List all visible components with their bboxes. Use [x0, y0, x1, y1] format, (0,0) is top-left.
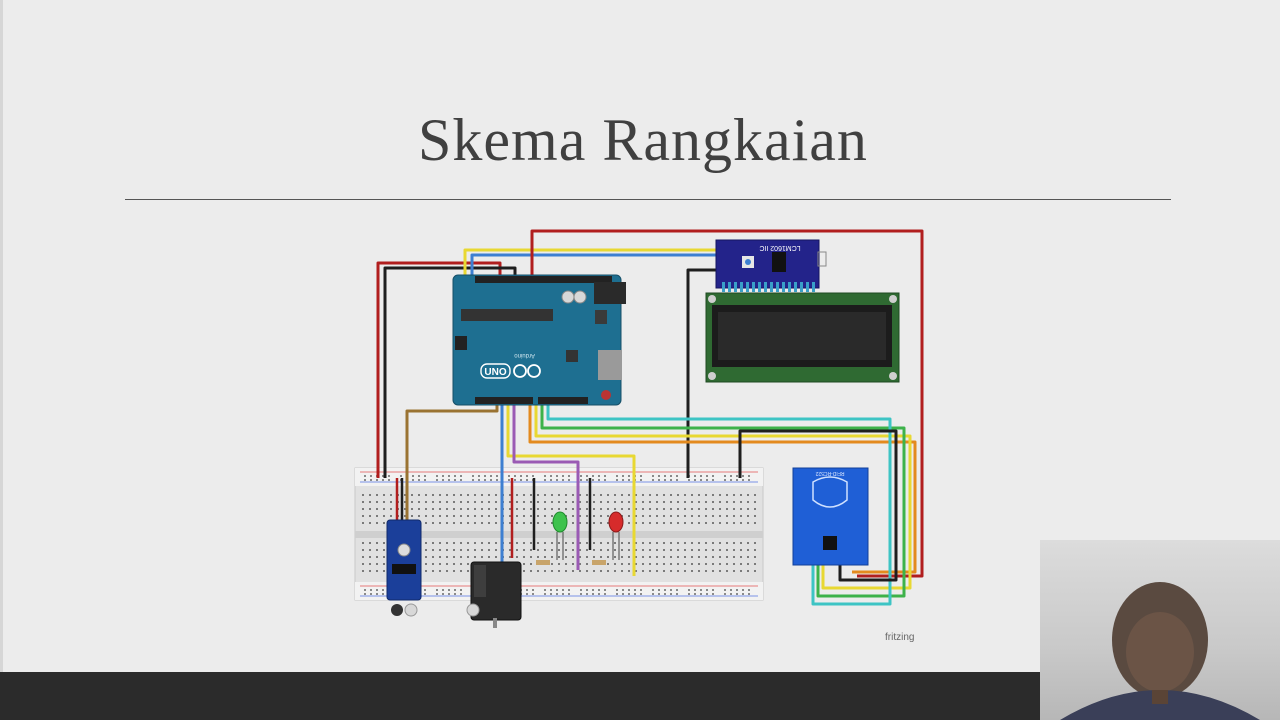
slide-title: Skema Rangkaian — [418, 107, 868, 173]
rfid-label: RFID-RC522 — [815, 470, 844, 476]
arduino-logo-icon — [513, 364, 541, 378]
i2c-header-pins — [722, 282, 815, 292]
circuit-diagram: UNO Arduino LCM1602 IIC — [354, 229, 924, 643]
arduino-label: UNO — [484, 367, 506, 378]
servo-motor — [466, 561, 522, 628]
i2c-lcd-module: LCM1602 IIC — [715, 239, 827, 292]
breadboard — [354, 467, 764, 601]
green-led — [536, 511, 568, 565]
wire-red-top — [530, 229, 924, 578]
wires — [376, 229, 924, 606]
wire-black-i2c — [686, 268, 718, 478]
wire-yellow-rfid — [534, 400, 912, 590]
arduino-uno: UNO Arduino — [452, 274, 626, 406]
i2c-label: LCM1602 IIC — [759, 244, 800, 251]
wire-orange-rfid — [528, 400, 917, 574]
red-led — [592, 511, 624, 565]
slide-edge — [0, 0, 3, 672]
webcam-overlay — [1040, 540, 1280, 720]
wire-purple — [512, 400, 580, 570]
wire-cyan-rfid — [546, 400, 892, 606]
wire-green-rfid — [540, 400, 906, 598]
arduino-brand: Arduino — [514, 352, 535, 358]
wire-black-rfid — [738, 429, 898, 582]
wire-yellow-led — [506, 400, 636, 576]
rfid-module: RFID-RC522 — [792, 467, 869, 566]
wire-black-left — [383, 266, 517, 478]
presenter-silhouette — [1060, 582, 1260, 720]
fritzing-watermark: fritzing — [885, 632, 914, 643]
title-divider — [125, 199, 1171, 200]
lcd-16x2 — [705, 292, 900, 383]
ir-sensor — [386, 519, 422, 617]
